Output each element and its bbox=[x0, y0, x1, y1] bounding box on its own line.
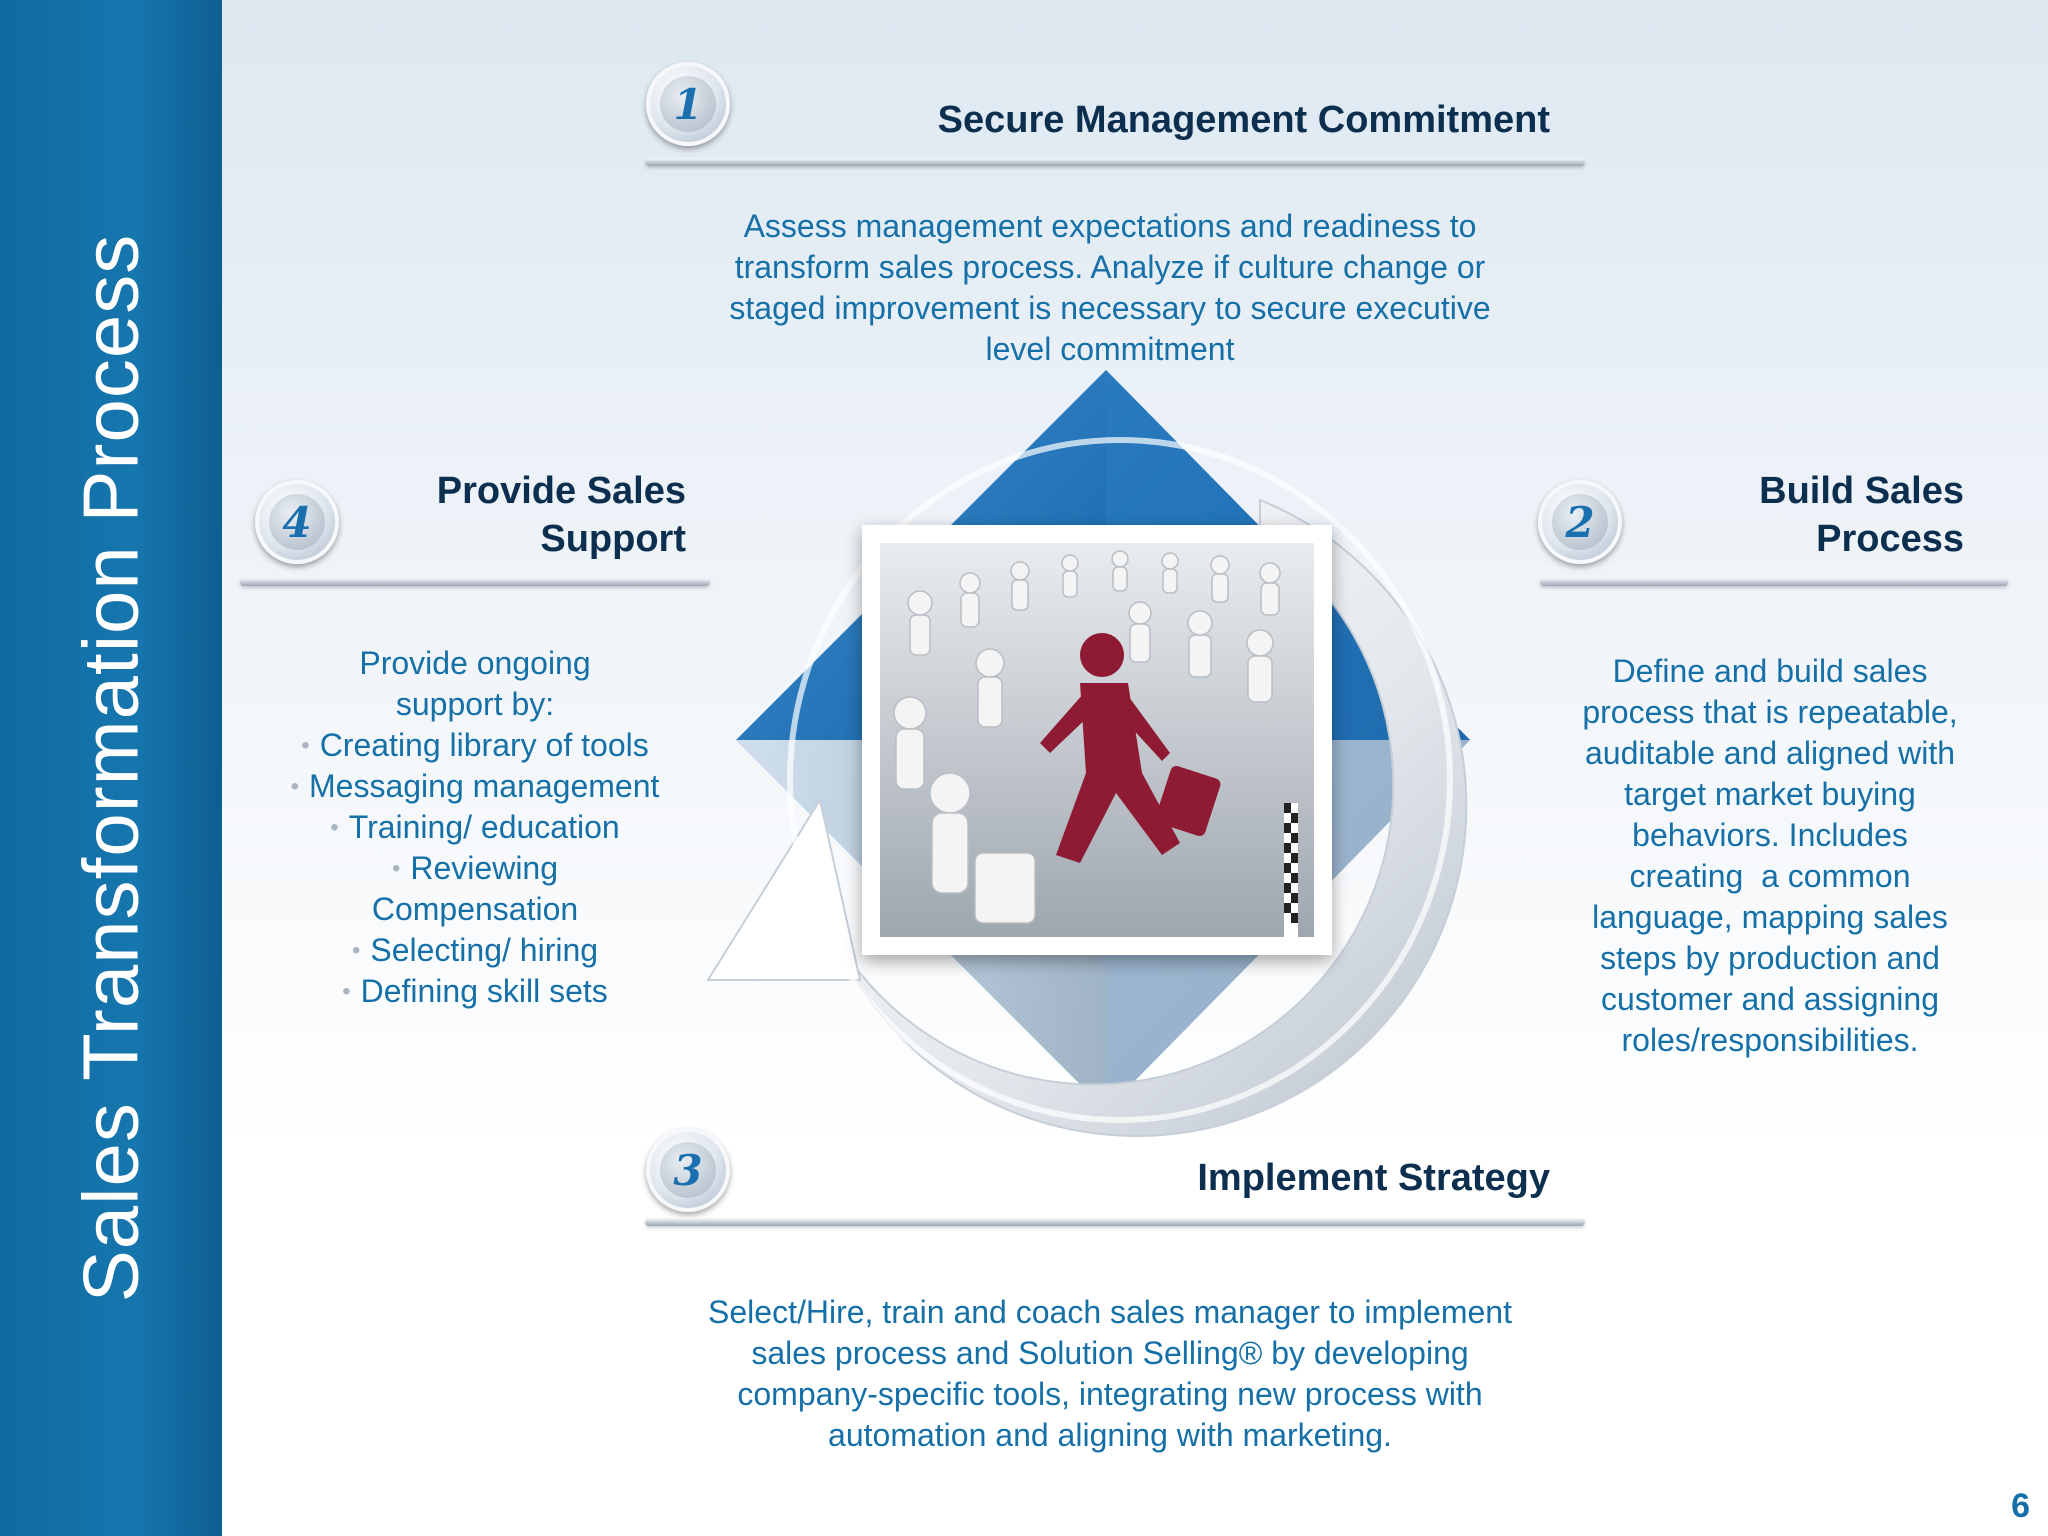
step-2-title-line: Process bbox=[1816, 518, 1964, 560]
step-2-description-line: Define and build sales bbox=[1612, 653, 1928, 689]
step-4-bullet-list-cont: Selecting/ hiring Defining skill sets bbox=[250, 930, 700, 1012]
step-2-description-line: steps by production and bbox=[1600, 940, 1940, 976]
step-3-number: 3 bbox=[673, 1145, 703, 1195]
slide-title: Sales Transformation Process bbox=[66, 233, 155, 1303]
bullet-item: Defining skill sets bbox=[250, 971, 700, 1012]
step-2-description-line: language, mapping sales bbox=[1592, 899, 1948, 935]
step-3-description-line: Select/Hire, train and coach sales manag… bbox=[708, 1294, 1512, 1330]
step-1-description-line: staged improvement is necessary to secur… bbox=[729, 290, 1491, 326]
step-1-number: 1 bbox=[673, 79, 703, 129]
step-2-title: Build Sales Process bbox=[1640, 467, 1964, 563]
step-1-description-line: transform sales process. Analyze if cult… bbox=[734, 249, 1486, 285]
bullet-continuation: Compensation bbox=[371, 891, 579, 927]
bullet-item: Training/ education bbox=[250, 807, 700, 848]
circular-arrow bbox=[706, 437, 1468, 1137]
step-3-divider bbox=[645, 1218, 1585, 1226]
step-2-description-line: target market buying bbox=[1624, 776, 1916, 812]
step-3-description-line: sales process and Solution Selling® by d… bbox=[751, 1335, 1469, 1371]
checkered-finish-line bbox=[1284, 803, 1298, 937]
step-3-description-line: company-specific tools, integrating new … bbox=[737, 1376, 1483, 1412]
step-1-description-line: level commitment bbox=[985, 331, 1235, 367]
sidebar: Sales Transformation Process bbox=[0, 0, 222, 1536]
step-4-bullet-list: Creating library of tools Messaging mana… bbox=[250, 725, 700, 889]
step-4-badge: 4 bbox=[255, 480, 339, 564]
step-4-intro-line: Provide ongoing bbox=[359, 645, 591, 681]
step-2-number: 2 bbox=[1565, 497, 1595, 547]
bullet-item: Selecting/ hiring bbox=[250, 930, 700, 971]
step-1-description-line: Assess management expectations and readi… bbox=[743, 208, 1477, 244]
step-2-divider bbox=[1540, 578, 2008, 586]
step-3-title: Implement Strategy bbox=[1197, 1157, 1550, 1199]
step-1-badge: 1 bbox=[646, 62, 730, 146]
step-2-description-line: process that is repeatable, bbox=[1582, 694, 1958, 730]
step-4-title: Provide Sales Support bbox=[360, 467, 686, 563]
step-4-divider bbox=[240, 578, 710, 586]
page-number: 6 bbox=[2011, 1487, 2030, 1525]
step-2-description: Define and build sales process that is r… bbox=[1540, 651, 2000, 1061]
step-2-description-line: auditable and aligned with bbox=[1584, 735, 1956, 771]
step-2-description-line: customer and assigning bbox=[1601, 981, 1939, 1017]
step-2-description-line: creating a common bbox=[1629, 858, 1911, 894]
bullet-item: Creating library of tools bbox=[250, 725, 700, 766]
crowd-leader-image bbox=[880, 543, 1314, 937]
step-3-description: Select/Hire, train and coach sales manag… bbox=[640, 1292, 1580, 1456]
step-2-title-line: Build Sales bbox=[1759, 470, 1964, 512]
step-1-description: Assess management expectations and readi… bbox=[650, 206, 1570, 370]
step-4-title-line: Provide Sales bbox=[436, 470, 686, 512]
step-2-description-line: roles/responsibilities. bbox=[1621, 1022, 1919, 1058]
step-3-badge: 3 bbox=[646, 1128, 730, 1212]
step-4-intro-line: support by: bbox=[395, 686, 555, 722]
step-2-description-line: behaviors. Includes bbox=[1632, 817, 1908, 853]
step-3-description-line: automation and aligning with marketing. bbox=[828, 1417, 1392, 1453]
step-4-description: Provide ongoing support by: Creating lib… bbox=[250, 643, 700, 1012]
step-2-badge: 2 bbox=[1538, 480, 1622, 564]
step-4-number: 4 bbox=[282, 497, 312, 547]
step-1-title: Secure Management Commitment bbox=[937, 99, 1550, 141]
step-4-title-line: Support bbox=[540, 518, 686, 560]
photo-frame bbox=[862, 525, 1332, 955]
step-1-divider bbox=[645, 158, 1585, 166]
leader-figure bbox=[1040, 633, 1221, 863]
bullet-item: Reviewing bbox=[250, 848, 700, 889]
bullet-item: Messaging management bbox=[250, 766, 700, 807]
